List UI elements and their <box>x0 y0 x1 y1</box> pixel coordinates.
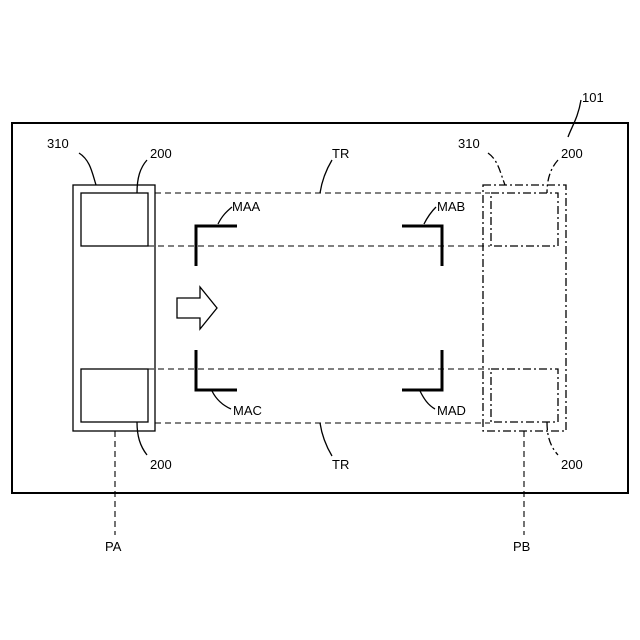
leader-200-top-left <box>137 160 147 193</box>
leader-200-top-right <box>547 160 558 193</box>
leader-310-left <box>79 153 96 185</box>
mark-mac <box>196 350 237 390</box>
label-pa: PA <box>105 539 122 554</box>
label-200-top-left: 200 <box>150 146 172 161</box>
label-pb: PB <box>513 539 530 554</box>
leader-200-bottom-left <box>137 422 147 455</box>
label-mab: MAB <box>437 199 465 214</box>
leader-tr-top <box>320 160 332 193</box>
label-tr-bottom: TR <box>332 457 349 472</box>
label-maa: MAA <box>232 199 261 214</box>
direction-arrow <box>177 287 217 329</box>
unit-top-right <box>491 193 558 246</box>
leader-200-bottom-right <box>547 422 558 455</box>
leader-101 <box>568 100 581 137</box>
label-mad: MAD <box>437 403 466 418</box>
leader-mab <box>424 207 436 224</box>
carrier-right <box>483 185 566 431</box>
label-tr-top: TR <box>332 146 349 161</box>
leader-maa <box>218 207 232 224</box>
unit-bottom-right <box>491 369 558 422</box>
mark-mad <box>402 350 442 390</box>
leader-mad <box>420 391 435 409</box>
label-200-bottom-left: 200 <box>150 457 172 472</box>
label-200-top-right: 200 <box>561 146 583 161</box>
carrier-left <box>73 185 155 431</box>
outer-frame <box>12 123 628 493</box>
label-mac: MAC <box>233 403 262 418</box>
label-310-right: 310 <box>458 136 480 151</box>
leader-310-right <box>488 153 505 185</box>
unit-top-left <box>81 193 148 246</box>
label-101: 101 <box>582 90 604 105</box>
leader-mac <box>212 391 231 409</box>
label-200-bottom-right: 200 <box>561 457 583 472</box>
label-310-left: 310 <box>47 136 69 151</box>
leader-tr-bottom <box>320 423 332 456</box>
unit-bottom-left <box>81 369 148 422</box>
